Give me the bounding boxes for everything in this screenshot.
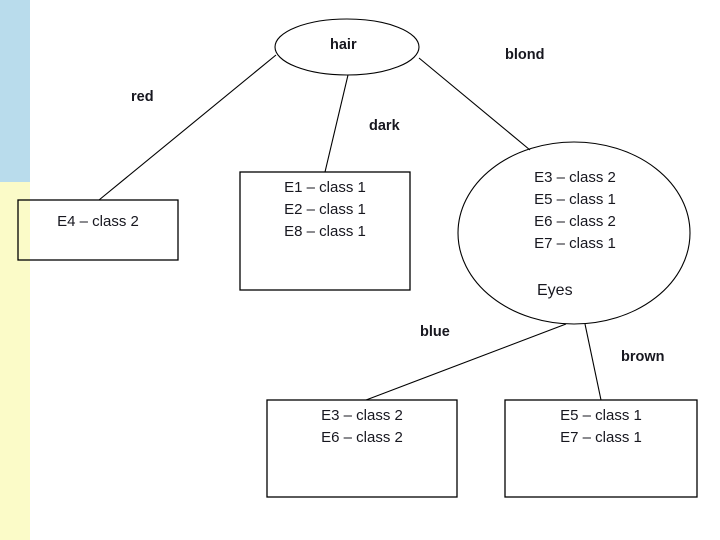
- leaf-box-e3-e6[interactable]: [266, 399, 458, 498]
- eyes-node-label: Eyes: [537, 282, 573, 299]
- eyes-node-records: E3 – class 2 E5 – class 1 E6 – class 2 E…: [534, 169, 616, 252]
- edge-label-blue: blue: [420, 324, 450, 340]
- leaf-box-e5-e7[interactable]: [504, 399, 698, 498]
- root-node-ellipse[interactable]: [274, 18, 420, 76]
- edge-hair-blond: [418, 57, 531, 151]
- edge-label-brown: brown: [621, 349, 665, 365]
- edge-eyes-blue: [365, 323, 567, 401]
- leaf-text-e1-e2-e8: E1 – class 1 E2 – class 1 E8 – class 1: [284, 179, 366, 240]
- accent-bar-bottom: [0, 182, 30, 540]
- accent-bar-top: [0, 0, 30, 182]
- leaf-box-e1-e2-e8[interactable]: [239, 171, 411, 291]
- leaf-box-e4[interactable]: [17, 199, 179, 261]
- leaf-text-e3-e6: E3 – class 2 E6 – class 2: [321, 407, 403, 446]
- root-node-label: hair: [330, 37, 357, 53]
- leaf-text-e5-e7: E5 – class 1 E7 – class 1: [560, 407, 642, 446]
- edge-label-blond: blond: [505, 47, 545, 63]
- leaf-text-e4: E4 – class 2: [57, 213, 139, 230]
- eyes-node-ellipse[interactable]: [457, 141, 691, 325]
- edge-hair-dark: [324, 74, 349, 173]
- edge-label-red: red: [131, 89, 154, 105]
- edge-eyes-brown: [584, 323, 602, 401]
- edge-label-dark: dark: [369, 118, 400, 134]
- edge-hair-red: [98, 54, 277, 201]
